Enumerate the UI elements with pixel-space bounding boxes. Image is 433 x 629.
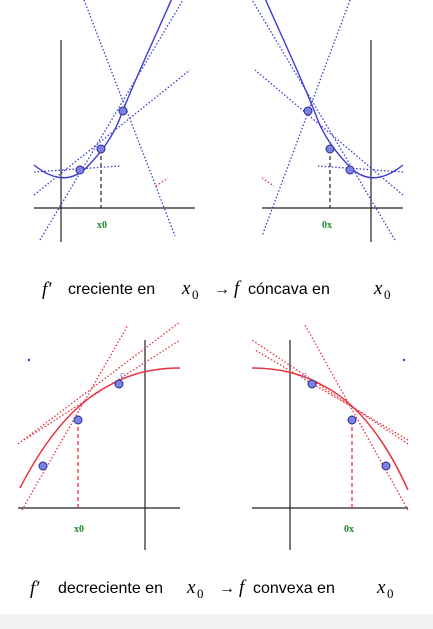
tangent-point	[307, 379, 317, 389]
f-symbol: f	[239, 577, 247, 598]
stray-dot	[27, 358, 31, 362]
arrow-symbol: →	[219, 580, 235, 597]
fprime-symbol: f′	[30, 578, 40, 599]
subscript-zero: 0	[387, 586, 394, 601]
f-symbol: f	[234, 278, 242, 299]
tangent-point	[38, 461, 48, 471]
tangent-point	[325, 144, 335, 154]
function-curve	[19, 367, 181, 489]
tangent-line	[317, 165, 404, 173]
tangent-point	[381, 461, 391, 471]
tangent-point	[96, 144, 106, 154]
tangent-point	[114, 379, 124, 389]
arrow-symbol: →	[214, 281, 230, 298]
panel-bottom-left: c x0	[17, 321, 181, 550]
tangent-line	[304, 324, 409, 511]
point-marker: c	[302, 371, 307, 381]
x-symbol: x	[186, 577, 196, 598]
function-curve	[251, 367, 409, 491]
stray-dot	[402, 358, 406, 362]
fprime-symbol: f′	[42, 279, 52, 300]
function-curve	[264, 0, 404, 179]
tangent-line	[254, 69, 404, 196]
x0-tick-label: 0x	[344, 524, 354, 535]
x-symbol: x	[181, 278, 191, 299]
tangent-point	[347, 415, 357, 425]
tangent-line	[23, 339, 181, 441]
tangent-line	[251, 0, 396, 241]
tangent-point	[73, 415, 83, 425]
tangent-line	[17, 321, 181, 445]
tangent-line	[261, 0, 351, 237]
panel-top-left: x0	[33, 0, 195, 242]
x-symbol: x	[376, 577, 386, 598]
point-marker: c	[120, 371, 125, 381]
x0-tick-label: 0x	[322, 220, 332, 231]
tangent-line	[251, 339, 409, 445]
panel-top-right: 0x	[251, 0, 404, 242]
tangent-line	[254, 349, 409, 441]
caption-bottom: f′ decreciente en x 0 → f convexa en x 0	[30, 577, 394, 601]
tangent-line	[33, 69, 191, 196]
curve-fragment	[155, 177, 169, 187]
subscript-zero: 0	[197, 586, 204, 601]
panel-bottom-right: c 0x	[251, 324, 409, 550]
tangent-point	[303, 106, 313, 116]
caption-text: cóncava en	[248, 281, 330, 298]
function-curve	[33, 0, 173, 179]
tangent-point	[75, 165, 85, 175]
tangent-line	[39, 0, 184, 241]
tangent-point	[345, 165, 355, 175]
caption-text: convexa en	[253, 580, 335, 597]
bottom-strip	[0, 614, 433, 629]
x0-tick-label: x0	[97, 220, 107, 231]
subscript-zero: 0	[192, 287, 199, 302]
subscript-zero: 0	[384, 287, 391, 302]
tangent-line	[21, 324, 129, 511]
caption-text: decreciente en	[58, 580, 163, 597]
caption-top: f′ creciente en x 0 → f cóncava en x 0	[42, 278, 391, 302]
x0-tick-label: x0	[74, 524, 84, 535]
caption-text: creciente en	[68, 281, 155, 298]
tangent-point	[118, 106, 128, 116]
x-symbol: x	[373, 278, 383, 299]
curve-fragment	[261, 177, 275, 187]
